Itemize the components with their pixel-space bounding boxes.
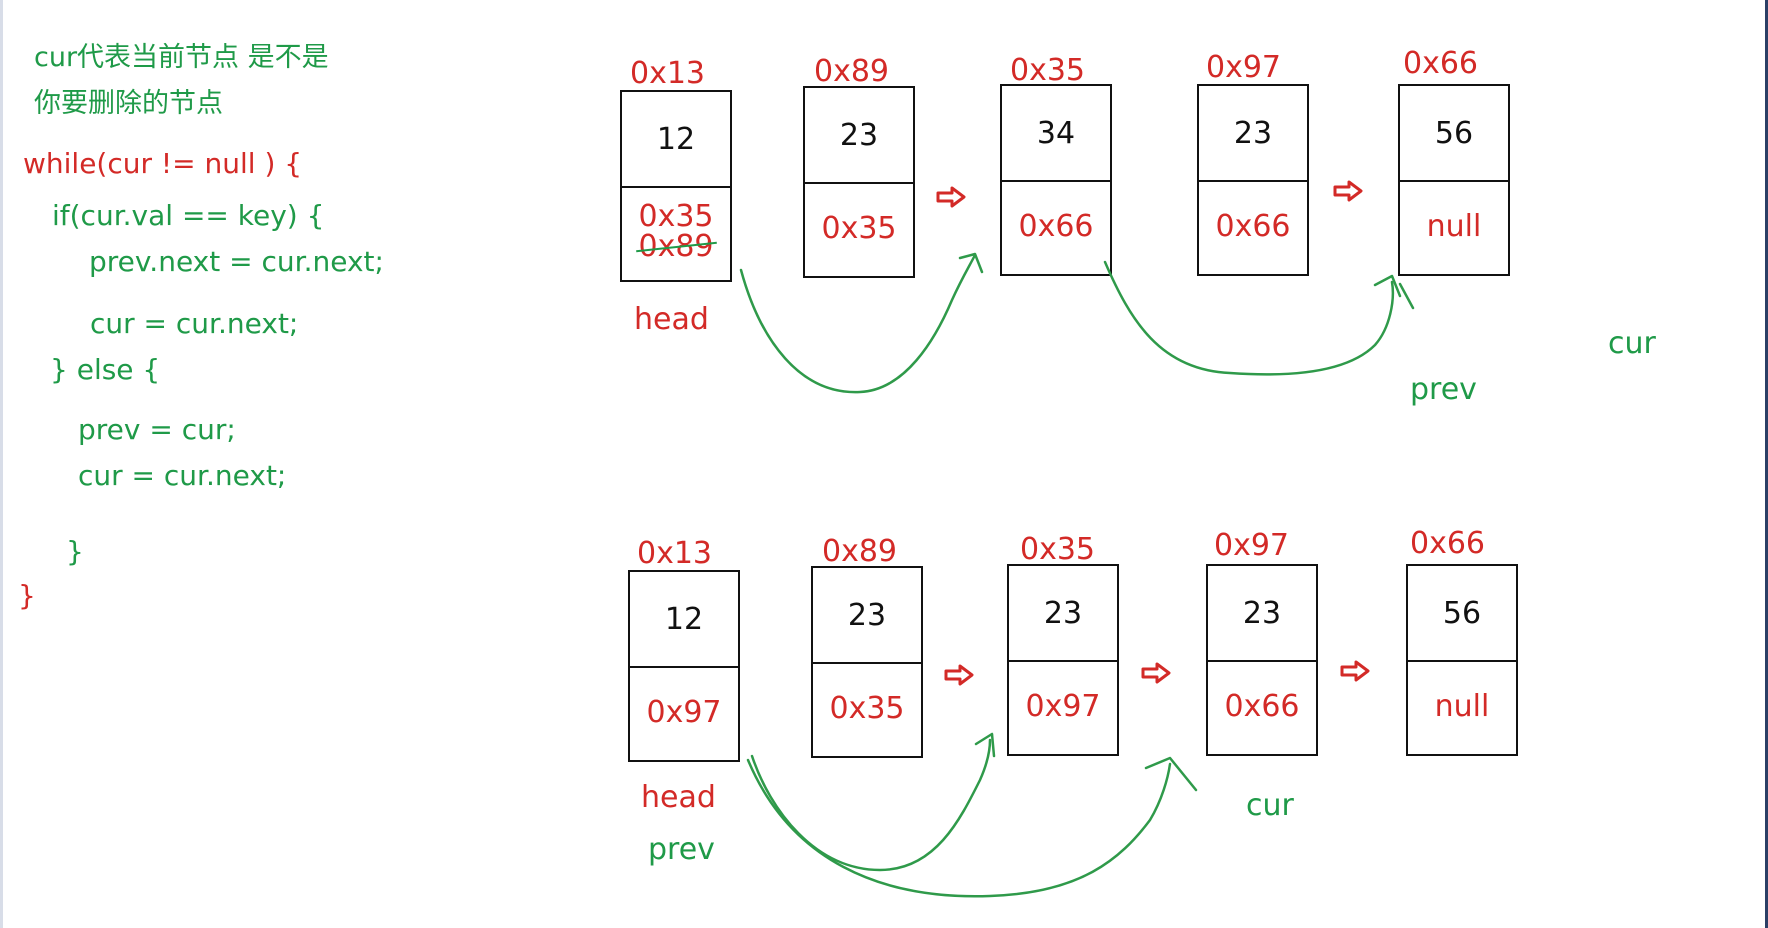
bottom-curve-head-to-97-arrowhead [1144,756,1198,792]
note-line-1: cur代表当前节点 是不是 [34,42,329,73]
bottom-curve-head-to-35 [750,738,992,872]
right-edge-line [1765,0,1768,928]
bottom-node-1: 12 0x97 [628,570,740,762]
top-node-4-address: 0x97 [1206,50,1282,85]
bottom-node-4-value: 23 [1208,566,1316,662]
code-cur-next-line-2: cur = cur.next; [78,459,287,492]
bottom-node-1-next: 0x97 [646,694,722,730]
bottom-node-3-next: 0x97 [1025,688,1101,724]
top-node-2-value: 23 [805,88,913,184]
bottom-node-1-value: 12 [630,572,738,668]
bottom-cur-label: cur [1246,788,1294,823]
code-cur-next-line-1: cur = cur.next; [90,307,299,340]
code-prev-cur-line: prev = cur; [78,413,236,446]
top-head-label: head [634,302,709,337]
left-edge-line [0,0,3,928]
top-curve-head-to-34-arrowhead [958,252,984,274]
top-node-4-next: 0x66 [1215,208,1291,244]
top-arrow-icon-2 [1333,180,1363,202]
bottom-arrow-icon-2 [1141,662,1171,684]
bottom-node-1-address: 0x13 [637,536,713,571]
bottom-node-5-next: null [1434,688,1490,724]
top-node-4: 23 0x66 [1197,84,1309,276]
top-node-1-next-struck: 0x89 [636,232,718,262]
code-close-outer-brace: } [18,579,36,612]
bottom-prev-label: prev [648,832,715,867]
top-curve-34-to-56 [1103,260,1395,376]
top-node-2-next: 0x35 [821,210,897,246]
bottom-node-2: 23 0x35 [811,566,923,758]
top-node-1-next-cell: 0x35 0x89 [622,184,730,280]
top-cur-label: cur [1608,326,1656,361]
top-node-2-address: 0x89 [814,54,890,89]
bottom-node-2-address: 0x89 [822,534,898,569]
top-node-2: 23 0x35 [803,86,915,278]
bottom-curve-head-to-97 [746,758,1172,898]
top-node-1-value: 12 [622,92,730,188]
top-node-1: 12 0x35 0x89 [620,90,732,282]
top-node-1-next: 0x35 [638,199,714,234]
top-node-3-next: 0x66 [1018,208,1094,244]
bottom-node-5-value: 56 [1408,566,1516,662]
bottom-arrow-icon-1 [944,664,974,686]
bottom-node-4: 23 0x66 [1206,564,1318,756]
code-while-line: while(cur != null ) { [23,147,303,180]
bottom-node-3: 23 0x97 [1007,564,1119,756]
bottom-node-5-address: 0x66 [1410,526,1486,561]
top-node-5-value: 56 [1400,86,1508,182]
bottom-node-2-next: 0x35 [829,690,905,726]
code-prev-next-line: prev.next = cur.next; [89,245,384,278]
note-line-2: 你要删除的节点 [34,88,223,119]
bottom-node-3-value: 23 [1009,566,1117,662]
bottom-head-label: head [641,780,716,815]
top-arrow-icon-1 [936,186,966,208]
top-prev-label: prev [1410,372,1477,407]
top-node-5-next: null [1426,208,1482,244]
top-node-5-address: 0x66 [1403,46,1479,81]
top-node-3-address: 0x35 [1010,53,1086,88]
top-cur-tick [1398,282,1415,310]
bottom-node-4-address: 0x97 [1214,528,1290,563]
top-node-4-value: 23 [1199,86,1307,182]
top-curve-34-to-56-arrowhead [1373,274,1402,298]
top-node-3-value: 34 [1002,86,1110,182]
top-node-5: 56 null [1398,84,1510,276]
code-close-inner-brace: } [66,535,84,568]
top-node-3: 34 0x66 [1000,84,1112,276]
bottom-curve-head-to-35-arrowhead [974,732,996,758]
bottom-node-2-value: 23 [813,568,921,664]
bottom-node-5: 56 null [1406,564,1518,756]
code-if-line: if(cur.val == key) { [52,199,325,232]
bottom-arrow-icon-3 [1340,660,1370,682]
code-else-line: } else { [50,353,161,386]
top-node-1-address: 0x13 [630,56,706,91]
bottom-node-3-address: 0x35 [1020,532,1096,567]
bottom-node-4-next: 0x66 [1224,688,1300,724]
